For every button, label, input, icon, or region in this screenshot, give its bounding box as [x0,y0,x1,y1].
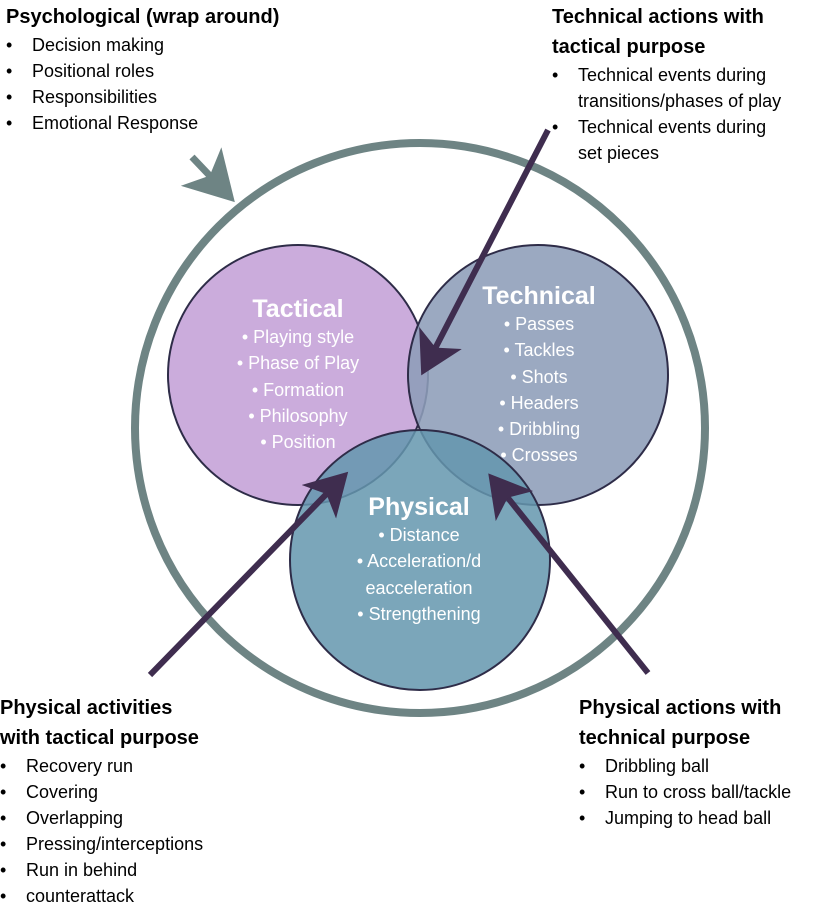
tactical-circle-text: Tactical • Playing style • Phase of Play… [198,294,398,455]
list-item: Technical events during transitions/phas… [552,62,830,114]
list-item: Run in behind [0,857,260,883]
physical-tactical-block: Physical activities with tactical purpos… [0,693,260,909]
list-item-line: transitions/phases of play [578,91,782,111]
list-item: • Formation [251,379,345,400]
list-item: Dribbling ball [579,753,831,779]
list-item: eacceleration [365,577,473,598]
technical-circle-text: Technical • Passes • Tackles • Shots • H… [439,281,639,469]
list-item: Responsibilities [6,84,279,110]
list-item: • Position [260,432,336,453]
list-item: • Phase of Play [236,353,360,374]
list-item: Positional roles [6,58,279,84]
list-item: • Headers [499,392,579,413]
list-item-line: set pieces [578,143,660,163]
list-item-line: Technical events during [578,117,767,137]
list-item: Decision making [6,32,279,58]
physical-technical-list: Dribbling ball Run to cross ball/tackle … [579,753,831,831]
psychological-outer-ring [131,139,709,717]
physical-circle [289,429,551,691]
list-item-line: Technical events during [578,65,767,85]
technical-tactical-block: Technical actions with tactical purpose … [552,2,830,166]
psychological-block: Psychological (wrap around) Decision mak… [6,2,279,136]
technical-tactical-title: Technical actions with tactical purpose [552,2,830,62]
list-item: Overlapping [0,805,260,831]
list-item: • Acceleration/d [356,551,482,572]
title-line: tactical purpose [552,36,706,58]
list-item: • Philosophy [248,405,348,426]
list-item: • Shots [510,366,568,387]
psychological-list: Decision making Positional roles Respons… [6,32,279,136]
psychological-arrow [180,147,235,203]
physical-title: Physical [368,493,470,521]
list-item: • Passes [503,314,575,334]
list-item: • Playing style [241,327,355,347]
physical-tactical-title: Physical activities with tactical purpos… [0,693,260,753]
physical-tactical-arrow [147,471,349,678]
list-item: Emotional Response [6,110,279,136]
technical-tactical-arrow [419,128,551,376]
list-item: Run to cross ball/tackle [579,779,831,805]
list-item: • Distance [378,525,460,545]
tactical-title: Tactical [252,295,344,323]
physical-circle-text: Physical • Distance • Acceleration/d eac… [319,492,519,627]
technical-tactical-list: Technical events during transitions/phas… [552,62,830,166]
list-item: Recovery run [0,753,260,779]
physical-technical-block: Physical actions with technical purpose … [579,693,831,831]
list-item: Covering [0,779,260,805]
physical-technical-arrow [488,473,651,675]
list-item: Technical events during set pieces [552,114,830,166]
technical-list: • Passes • Tackles • Shots • Headers • D… [439,311,639,469]
list-item: • Strengthening [357,603,481,624]
list-item: • Tackles [503,340,575,361]
title-line: with tactical purpose [0,727,199,749]
title-line: Technical actions with [552,6,764,28]
list-item: Jumping to head ball [579,805,831,831]
physical-list: • Distance • Acceleration/d eacceleratio… [319,522,519,627]
title-line: Physical actions with [579,697,782,719]
list-item: • Dribbling [497,419,581,440]
list-item: counterattack [0,883,260,909]
title-line: technical purpose [579,727,751,749]
psychological-title: Psychological (wrap around) [6,6,280,28]
physical-technical-title: Physical actions with technical purpose [579,693,831,753]
technical-title: Technical [482,282,596,310]
list-item: • Crosses [500,445,578,466]
physical-tactical-list: Recovery run Covering Overlapping Pressi… [0,753,260,909]
tactical-list: • Playing style • Phase of Play • Format… [198,324,398,455]
title-line: Physical activities [0,697,173,719]
list-item: Pressing/interceptions [0,831,260,857]
